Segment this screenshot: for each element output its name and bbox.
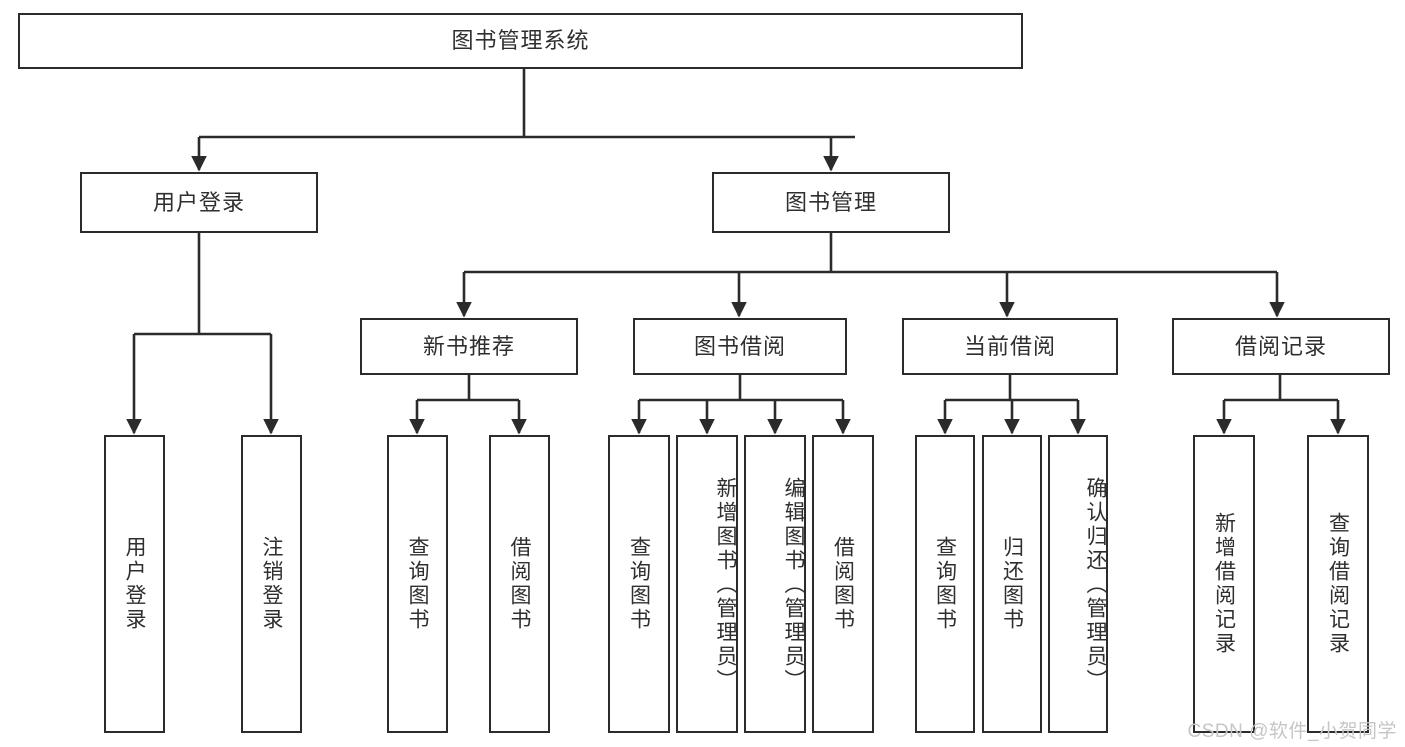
leaf-add-book-admin[interactable]: 新增图书（管理员） xyxy=(676,435,738,733)
leaf-user-login[interactable]: 用户登录 xyxy=(104,435,165,733)
leaf-query-book-borrow[interactable]: 查询图书 xyxy=(608,435,670,733)
node-book-borrow[interactable]: 图书借阅 xyxy=(633,318,847,375)
leaf-query-book-recommend[interactable]: 查询图书 xyxy=(387,435,448,733)
node-book-management[interactable]: 图书管理 xyxy=(712,172,950,233)
leaf-borrow-book-recommend[interactable]: 借阅图书 xyxy=(489,435,550,733)
node-user-login[interactable]: 用户登录 xyxy=(80,172,318,233)
node-new-book-recommend[interactable]: 新书推荐 xyxy=(360,318,578,375)
csdn-watermark: CSDN @软件_小贺同学 xyxy=(1187,721,1397,742)
leaf-return-book[interactable]: 归还图书 xyxy=(982,435,1042,733)
leaf-add-borrow-record[interactable]: 新增借阅记录 xyxy=(1193,435,1255,733)
leaf-confirm-return-admin[interactable]: 确认归还（管理员） xyxy=(1048,435,1108,733)
leaf-query-borrow-record[interactable]: 查询借阅记录 xyxy=(1307,435,1369,733)
node-root-system[interactable]: 图书管理系统 xyxy=(18,13,1023,69)
node-borrow-record[interactable]: 借阅记录 xyxy=(1172,318,1390,375)
leaf-edit-book-admin[interactable]: 编辑图书（管理员） xyxy=(744,435,806,733)
node-current-borrow[interactable]: 当前借阅 xyxy=(902,318,1118,375)
leaf-query-book-current[interactable]: 查询图书 xyxy=(915,435,975,733)
leaf-user-logout[interactable]: 注销登录 xyxy=(241,435,302,733)
leaf-borrow-book[interactable]: 借阅图书 xyxy=(812,435,874,733)
